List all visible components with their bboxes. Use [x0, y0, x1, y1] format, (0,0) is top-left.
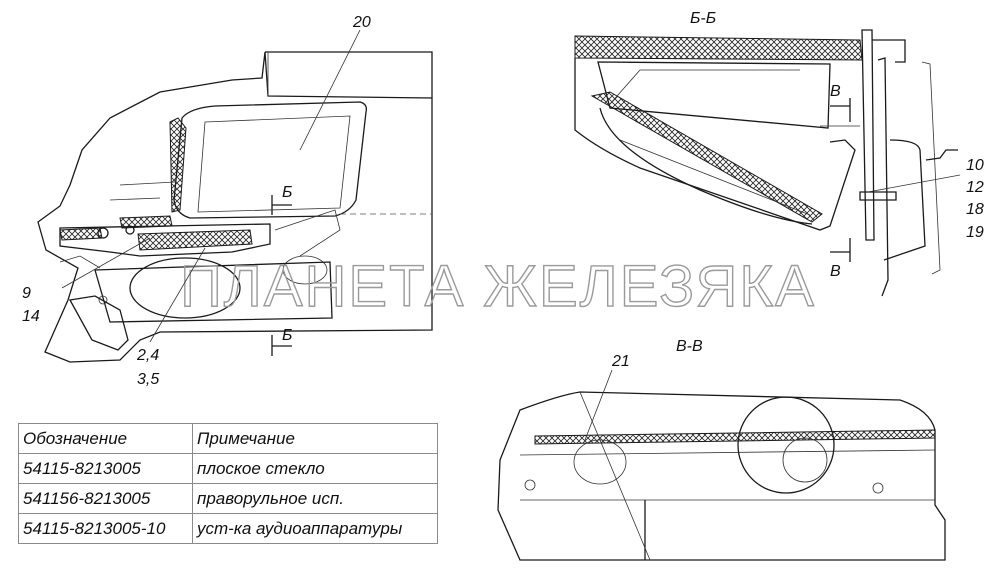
table-cell: плоское стекло: [192, 453, 438, 484]
table-cell: праворульное исп.: [192, 483, 438, 514]
main-view: [37, 51, 433, 363]
table-row: 54115-8213005 плоское стекло: [18, 453, 438, 484]
cut-mark-v-bottom: В: [830, 263, 841, 280]
table-cell: 541156-8213005: [18, 483, 193, 514]
callout-20: 20: [352, 14, 371, 31]
table-row: 541156-8213005 праворульное исп.: [18, 483, 438, 514]
table-row: 54115-8213005-10 уст-ка аудиоаппаратуры: [18, 513, 438, 544]
table-cell: уст-ка аудиоаппаратуры: [192, 513, 438, 544]
variants-table: Обозначение Примечание 54115-8213005 пло…: [18, 423, 438, 544]
watermark: ПЛАНЕТА ЖЕЛЕЗЯКА: [180, 254, 816, 319]
callout-21: 21: [611, 353, 630, 370]
callout-9: 9: [22, 285, 31, 302]
cut-mark-v-top: В: [830, 83, 841, 100]
table-header-row: Обозначение Примечание: [18, 423, 438, 454]
table-cell: 54115-8213005: [18, 453, 193, 484]
section-label-bb: Б-Б: [690, 10, 716, 27]
section-label-vv: В-В: [676, 338, 703, 355]
cut-mark-b-bottom: Б: [282, 327, 292, 344]
leader-lines: [61, 29, 961, 441]
cut-mark-b-top: Б: [282, 184, 292, 201]
callout-12: 12: [966, 179, 984, 196]
callout-14: 14: [22, 308, 40, 325]
callout-18: 18: [966, 201, 984, 218]
table-cell: 54115-8213005-10: [18, 513, 193, 544]
callout-2-4: 2,4: [136, 347, 159, 364]
section-bb-view: [574, 29, 958, 297]
table-header-cell: Обозначение: [18, 423, 193, 454]
section-vv-view: [497, 391, 946, 561]
callout-3-5: 3,5: [137, 371, 159, 388]
callout-19: 19: [966, 224, 984, 241]
table-header-cell: Примечание: [192, 423, 438, 454]
callout-10: 10: [966, 157, 984, 174]
